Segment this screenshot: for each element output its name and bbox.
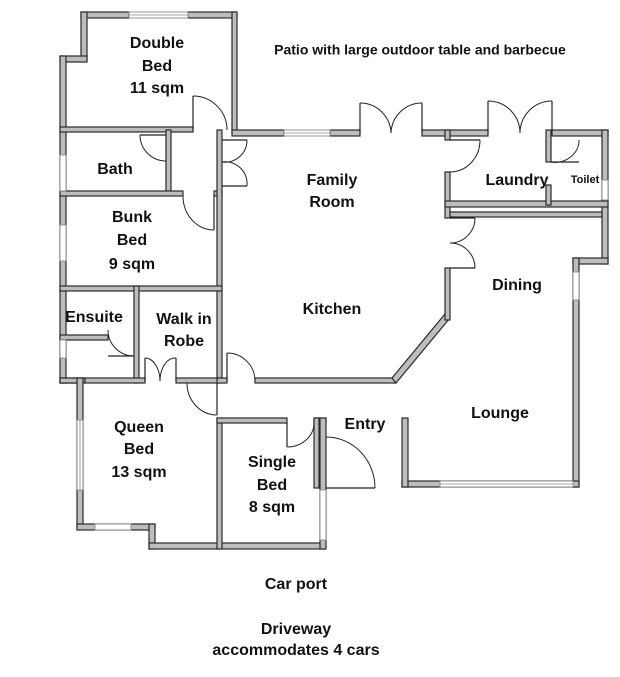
single-bed-label-1: Single <box>248 454 296 471</box>
bath-label: Bath <box>97 161 133 178</box>
wall-queen-bottom <box>148 542 326 550</box>
wall-patio-d <box>551 129 609 137</box>
wall-kitchen-south-b <box>254 377 397 384</box>
wall-patio-a <box>231 129 285 137</box>
window-single-right <box>319 489 327 541</box>
window-queen-bottom <box>94 523 132 531</box>
wall-family-east <box>444 129 451 141</box>
wall-lounge-partition <box>401 417 409 488</box>
wall-ensuite-right <box>133 285 140 384</box>
family-room-label-1: Family <box>307 172 358 189</box>
wall-kitchen-south-a <box>216 377 228 384</box>
doors <box>107 95 580 489</box>
wall-double-right <box>231 11 238 134</box>
wall-double-bottom <box>59 126 194 133</box>
queen-bed-label-3: 13 sqm <box>111 464 166 481</box>
wall-hall-east <box>216 129 223 380</box>
wall-queen-top <box>59 377 86 384</box>
wall-double-left-upper <box>80 11 88 61</box>
queen-bed-label-1: Queen <box>114 419 164 436</box>
wall-entry-door-jamb <box>313 417 320 489</box>
wall-double-top-left <box>80 11 130 19</box>
walk-in-robe-label-1: Walk in <box>156 311 211 328</box>
wall-single-top-l <box>216 417 288 424</box>
bunk-bed-label-1: Bunk <box>112 209 152 226</box>
entry-label: Entry <box>345 416 386 433</box>
car-port-label: Car port <box>265 576 328 593</box>
wall-double-top-right <box>187 11 238 19</box>
lounge-label: Lounge <box>471 405 529 422</box>
wall-single-right <box>319 417 327 550</box>
wall-bath-right <box>165 129 172 196</box>
kitchen-label: Kitchen <box>303 301 362 318</box>
double-bed-label-1: Double <box>130 35 184 52</box>
window-ensuite <box>59 339 67 359</box>
driveway-label-2: accommodates 4 cars <box>212 642 379 659</box>
laundry-label: Laundry <box>485 172 548 189</box>
dining-label: Dining <box>492 277 542 294</box>
bunk-bed-label-2: Bed <box>117 232 147 249</box>
wall-queen-right <box>216 417 223 550</box>
single-bed-label-3: 8 sqm <box>249 499 295 516</box>
wall-bunk-bottom <box>59 285 223 292</box>
driveway-label-1: Driveway <box>261 621 331 638</box>
double-bed-label-3: 11 sqm <box>130 80 184 97</box>
single-bed-label-2: Bed <box>257 477 287 494</box>
wall-laundry-bottom-2 <box>449 211 603 218</box>
queen-bed-label-2: Bed <box>124 441 154 458</box>
wall-laundry-toilet-2 <box>545 184 552 206</box>
windows <box>59 11 609 541</box>
window-dining <box>572 271 580 301</box>
toilet-label: Toilet <box>571 174 600 186</box>
wall-bath-bottom <box>59 190 184 197</box>
family-room-label-2: Room <box>309 194 354 211</box>
window-bunk <box>59 224 67 262</box>
walk-in-robe-label-2: Robe <box>164 333 204 350</box>
wall-kitchen-diagonal <box>391 313 451 384</box>
wall-ensuite-mid <box>59 334 109 341</box>
wall-family-east-2 <box>444 171 451 219</box>
window-toilet <box>601 179 609 201</box>
bunk-bed-label-3: 9 sqm <box>109 256 155 273</box>
ensuite-label: Ensuite <box>65 309 123 326</box>
patio-label: Patio with large outdoor table and barbe… <box>274 42 566 58</box>
wall-kitchen-east <box>444 267 451 321</box>
wall-laundry-toilet <box>545 129 552 163</box>
window-bath <box>59 154 67 192</box>
wall-robe-bottom-r <box>175 377 223 384</box>
wall-patio-b <box>329 129 361 137</box>
wall-laundry-bottom <box>444 200 609 208</box>
wall-patio-c <box>421 129 489 137</box>
double-bed-label-2: Bed <box>142 58 172 75</box>
wall-west-outer <box>59 55 67 384</box>
labels: Patio with large outdoor table and barbe… <box>65 35 599 659</box>
